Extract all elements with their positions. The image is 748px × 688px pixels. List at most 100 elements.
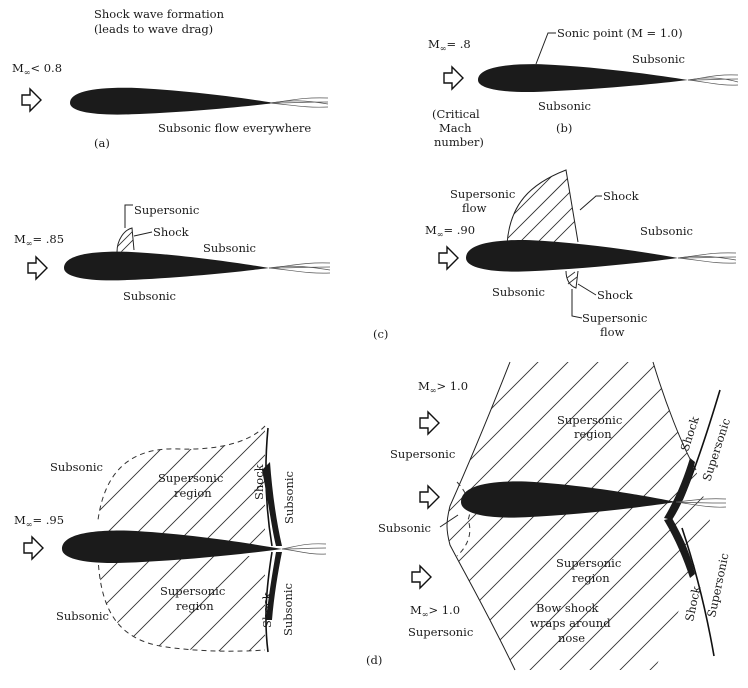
supersonic-leader — [124, 204, 133, 228]
panel-c2-supersonic-flow-bottom-2: flow — [600, 325, 625, 339]
sonic-line-top — [97, 425, 266, 521]
panel-c1-shock: Shock — [153, 225, 190, 239]
panel-b-mach-label: M∞= .8 — [428, 37, 471, 53]
wake-lines — [687, 74, 739, 86]
panel-b-critical-2: Mach — [439, 121, 472, 135]
supersonic-flow-hatch-top — [507, 170, 578, 244]
panel-d2: M∞> 1.0 Supersonic Supersonic region Sho… — [366, 361, 733, 671]
panel-d2-shock-bottom: Shock — [682, 584, 703, 623]
shock-wedge-top — [664, 458, 695, 520]
panel-d1-subsonic-top: Subsonic — [50, 460, 103, 474]
panel-d-tag: (d) — [366, 653, 382, 667]
shock-bottom-leader — [577, 283, 597, 296]
panel-a-tag: (a) — [94, 136, 110, 150]
panel-c1-subsonic-right: Subsonic — [203, 241, 256, 255]
panel-d2-mach-bottom: M∞> 1.0 — [410, 603, 460, 619]
panel-d1-region-top-1: Supersonic — [158, 471, 223, 485]
panel-d1: M∞= .95 Subsonic Supersonic region Shock… — [14, 425, 327, 653]
panel-d1-mach-label: M∞= .95 — [14, 513, 64, 529]
panel-c2-supersonic-flow-2: flow — [462, 201, 487, 215]
panel-a-title-line2: (leads to wave drag) — [94, 22, 213, 36]
subsonic-nose-leader — [439, 514, 459, 528]
airfoil-icon — [461, 481, 676, 518]
panel-c2-shock-bottom: Shock — [597, 288, 634, 302]
panel-d1-subsonic-bottom-right: Subsonic — [281, 583, 295, 636]
panel-b-subsonic-lower: Subsonic — [538, 99, 591, 113]
flow-arrow-icon — [419, 411, 440, 435]
flow-arrow-icon — [411, 565, 432, 589]
flow-arrow-icon — [21, 88, 42, 112]
panel-d2-subsonic-nose: Subsonic — [378, 521, 431, 535]
panel-b: M∞= .8 Sonic point (M = 1.0) Subsonic Su… — [428, 26, 739, 149]
supersonic-flow-bottom-leader — [571, 289, 583, 319]
shock-line-bottom — [681, 527, 715, 657]
shock-leader — [133, 231, 153, 237]
panel-c-tag: (c) — [373, 327, 388, 341]
panel-c1-mach-label: M∞= .85 — [14, 232, 64, 248]
panel-c2-mach-label: M∞= .90 — [425, 223, 475, 239]
wake-lines — [268, 262, 331, 274]
panel-c2-subsonic-lower: Subsonic — [492, 285, 545, 299]
panel-b-critical-1: (Critical — [432, 107, 480, 121]
panel-d1-shock-bottom: Shock — [260, 591, 274, 628]
airfoil-icon — [70, 87, 275, 115]
panel-d2-shock-top: Shock — [678, 414, 703, 453]
panel-b-subsonic-upper: Subsonic — [632, 52, 685, 66]
panel-d2-bow-3: nose — [558, 631, 585, 645]
supersonic-pocket-outline — [116, 227, 135, 253]
panel-d2-region-top-1: Supersonic — [557, 413, 622, 427]
flow-arrow-icon — [419, 485, 440, 509]
shock-line-bottom — [265, 551, 273, 653]
shock-wedge-bottom — [664, 518, 695, 578]
panel-a-mach-label: M∞< 0.8 — [12, 61, 62, 77]
panel-c2-supersonic-flow-1: Supersonic — [450, 187, 515, 201]
panel-d1-subsonic-top-right: Subsonic — [282, 471, 296, 524]
panel-b-sonic-point: Sonic point (M = 1.0) — [557, 26, 683, 40]
panel-c2-subsonic-right: Subsonic — [640, 224, 693, 238]
wake-lines — [281, 543, 327, 555]
panel-d1-subsonic-bottom: Subsonic — [56, 609, 109, 623]
supersonic-flow-hatch-bottom — [565, 270, 579, 289]
flow-arrow-icon — [438, 246, 459, 270]
panel-d2-region-bottom-2: region — [572, 571, 610, 585]
flow-arrow-icon — [27, 256, 48, 280]
supersonic-region-hatch-bottom — [98, 556, 265, 652]
panel-a: Shock wave formation (leads to wave drag… — [12, 7, 329, 150]
panel-d1-region-bottom-1: Supersonic — [160, 584, 225, 598]
panel-c1-supersonic: Supersonic — [134, 203, 199, 217]
airfoil-icon — [478, 64, 688, 92]
panel-d2-supersonic-right-top: Supersonic — [700, 416, 733, 482]
wake-lines — [269, 97, 329, 108]
panel-b-tag: (b) — [556, 121, 572, 135]
shock-top-leader — [579, 195, 602, 211]
airfoil-icon — [64, 251, 269, 281]
subsonic-nose-boundary — [456, 481, 471, 557]
airfoil-icon — [466, 240, 678, 272]
panel-d2-region-bottom-1: Supersonic — [556, 556, 621, 570]
panel-d2-region-top-2: region — [574, 427, 612, 441]
panel-d1-region-top-2: region — [174, 486, 212, 500]
sonic-line-bottom — [97, 555, 266, 652]
wake-lines — [677, 252, 737, 264]
sonic-point-leader — [535, 32, 556, 65]
panel-d2-bow-2: wraps around — [530, 616, 611, 630]
panel-c2: M∞= .90 Supersonic flow Shock Subsonic S… — [373, 169, 737, 341]
shock-wedge-bottom — [266, 552, 282, 620]
airfoil-icon — [62, 530, 282, 563]
panel-d1-region-bottom-2: region — [176, 599, 214, 613]
panel-c2-supersonic-flow-bottom-1: Supersonic — [582, 311, 647, 325]
panel-d2-bow-1: Bow shock — [536, 601, 600, 615]
panel-d2-supersonic-right-bottom: Supersonic — [704, 552, 731, 619]
panel-d2-supersonic-left-top: Supersonic — [390, 447, 455, 461]
panel-d2-supersonic-left-bottom: Supersonic — [408, 625, 473, 639]
panel-c1: M∞= .85 Supersonic Shock Subsonic Subson… — [14, 203, 331, 303]
shock-wedge-top — [262, 462, 282, 546]
flow-arrow-icon — [23, 536, 44, 560]
panel-c1-subsonic-lower: Subsonic — [123, 289, 176, 303]
bow-shock-line — [446, 361, 516, 671]
wake-lines — [675, 498, 727, 508]
supersonic-flow-outline-top — [506, 169, 579, 245]
panel-a-flow-label: Subsonic flow everywhere — [158, 121, 311, 135]
